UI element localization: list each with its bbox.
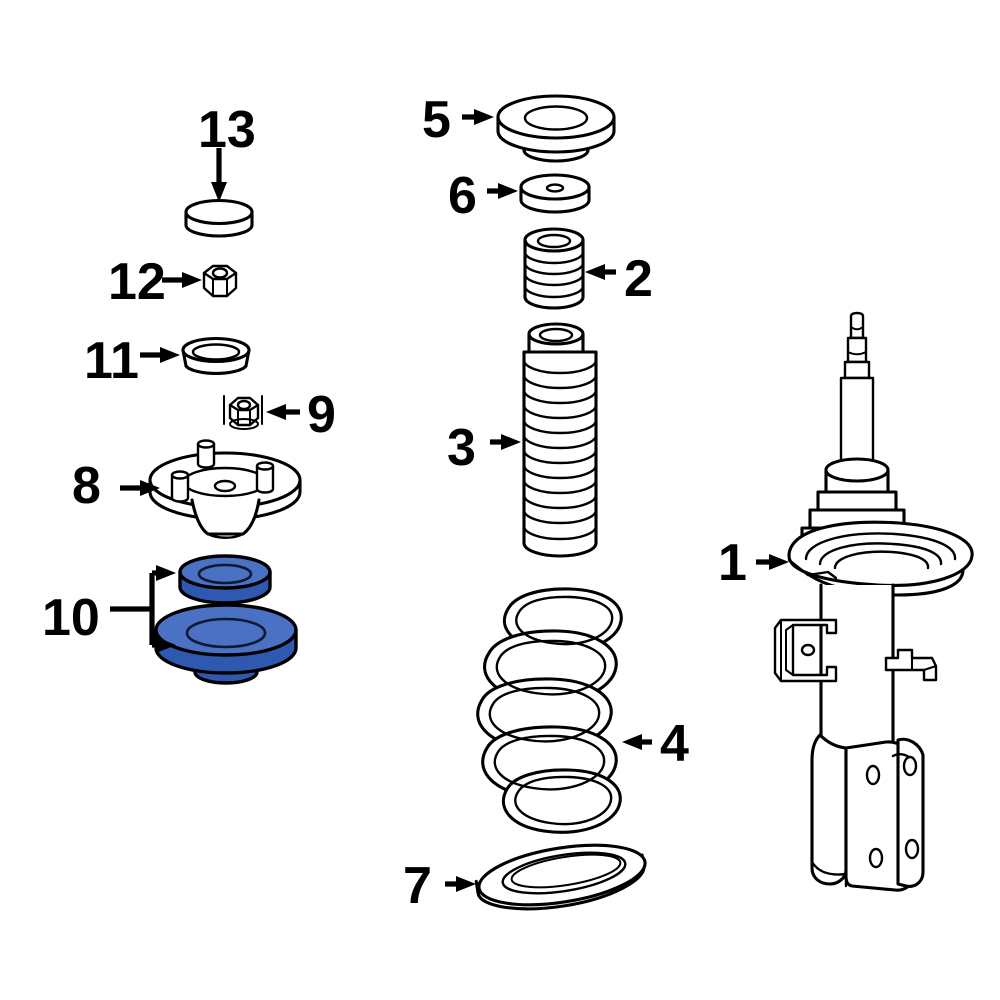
leader-8 [120,480,160,496]
part-2-bump-stop[interactable] [523,227,585,310]
callout-number-11[interactable]: 11 [84,332,139,390]
leader-12 [162,272,202,288]
leader-1 [756,554,789,570]
part-6-flat-washer[interactable] [519,173,591,214]
callout-number-13[interactable]: 13 [198,101,256,159]
callout-number-4[interactable]: 4 [660,715,689,773]
leader-10 [110,565,176,653]
leader-4 [622,734,652,750]
leader-6 [487,183,518,199]
leader-9 [266,404,300,420]
callout-number-1[interactable]: 1 [718,534,747,592]
part-4-coil-spring[interactable] [476,587,623,834]
part-12-hex-nut[interactable] [202,264,238,298]
part-5-upper-spring-seat[interactable] [496,94,616,163]
part-13-dust-cap[interactable] [184,198,254,238]
callout-number-12[interactable]: 12 [108,253,166,311]
part-8-strut-mount-plate[interactable] [148,439,302,539]
callout-number-7[interactable]: 7 [403,857,432,915]
part-9-flange-nut[interactable] [223,395,263,430]
leader-13 [211,148,227,202]
callout-number-2[interactable]: 2 [624,250,653,308]
leader-2 [585,264,616,280]
callout-number-3[interactable]: 3 [447,419,476,477]
part-10-lower-mount-seat[interactable] [154,603,298,685]
callout-number-8[interactable]: 8 [72,457,101,515]
leader-5 [462,109,494,125]
leader-3 [490,434,521,450]
callout-number-5[interactable]: 5 [422,91,451,149]
part-7-lower-spring-insulator[interactable] [474,835,649,919]
leader-11 [140,347,180,363]
callout-number-10[interactable]: 10 [42,589,100,647]
callout-number-6[interactable]: 6 [448,167,477,225]
callout-number-9[interactable]: 9 [307,386,336,444]
part-1-strut-assembly[interactable] [773,311,974,892]
part-11-bumper-cup[interactable] [181,336,251,376]
part-3-dust-boot[interactable] [522,322,598,558]
leader-7 [445,876,476,892]
part-10-upper-bearing[interactable] [178,554,272,605]
